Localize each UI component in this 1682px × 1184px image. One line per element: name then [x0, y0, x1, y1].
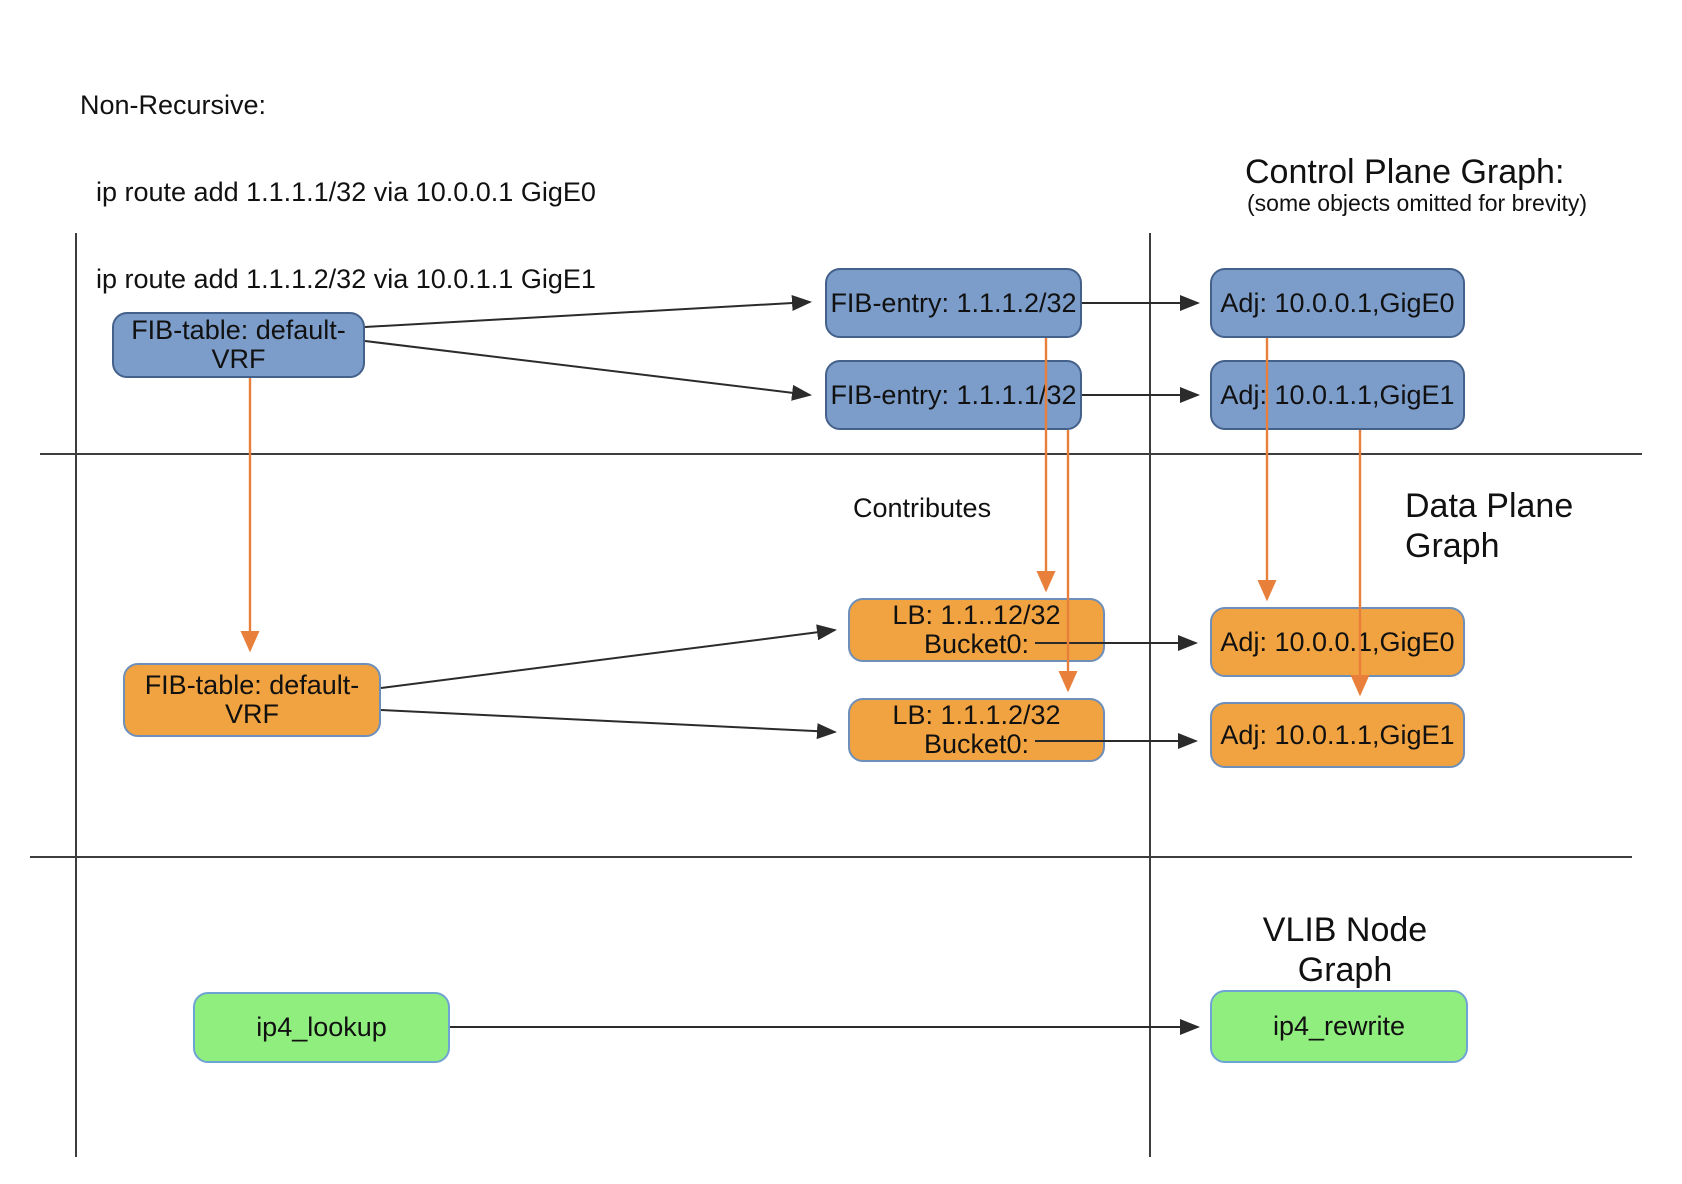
data-plane-title: Data Plane Graph: [1405, 486, 1645, 566]
node-dp-fib-table: FIB-table: default-VRF: [123, 663, 381, 737]
data-plane-title-line1: Data Plane: [1405, 487, 1574, 525]
node-vlib-ip4-rewrite-label: ip4_rewrite: [1272, 1011, 1406, 1041]
route-config-note: Non-Recursive: ip route add 1.1.1.1/32 v…: [80, 33, 596, 352]
node-vlib-ip4-lookup-label: ip4_lookup: [256, 1012, 387, 1042]
arrow-dp-fibtable-to-lb2: [380, 709, 837, 740]
node-cp-fib-table: FIB-table: default-VRF: [112, 312, 365, 378]
node-dp-lb-2-label: LB: 1.1.1.2/32 Bucket0:: [892, 701, 1060, 759]
node-dp-lb-2: LB: 1.1.1.2/32 Bucket0:: [848, 698, 1105, 762]
node-dp-adj-gige1: Adj: 10.0.1.1,GigE1: [1210, 702, 1465, 768]
vlib-title-line2: Graph: [1297, 951, 1393, 989]
vlib-title-line1: VLIB Node: [1262, 911, 1428, 949]
route-config-line-1: ip route add 1.1.1.1/32 via 10.0.0.1 Gig…: [96, 177, 596, 207]
node-dp-lb-2-line2: Bucket0:: [923, 729, 1030, 759]
node-dp-lb-1: LB: 1.1..12/32 Bucket0:: [848, 598, 1105, 662]
node-cp-fib-table-label: FIB-table: default-VRF: [131, 315, 346, 374]
vlib-title: VLIB Node Graph: [1215, 910, 1475, 990]
contributes-label: Contributes: [853, 493, 992, 523]
route-config-line-2: ip route add 1.1.1.2/32 via 10.0.1.1 Gig…: [96, 264, 596, 294]
node-dp-adj-gige0: Adj: 10.0.0.1,GigE0: [1210, 607, 1465, 677]
node-cp-adj-gige1-label: Adj: 10.0.1.1,GigE1: [1220, 379, 1455, 410]
control-plane-title: Control Plane Graph:: [1245, 153, 1565, 191]
node-cp-adj-gige0: Adj: 10.0.0.1,GigE0: [1210, 268, 1465, 338]
node-dp-fib-table-label: FIB-table: default-VRF: [144, 670, 360, 729]
node-dp-lb-2-line1: LB: 1.1.1.2/32: [892, 700, 1061, 730]
route-config-title: Non-Recursive:: [80, 90, 267, 120]
node-dp-adj-gige1-label: Adj: 10.0.1.1,GigE1: [1220, 719, 1455, 750]
node-cp-adj-gige1: Adj: 10.0.1.1,GigE1: [1210, 360, 1465, 430]
control-plane-subtitle: (some objects omitted for brevity): [1247, 190, 1588, 216]
node-vlib-ip4-lookup: ip4_lookup: [193, 992, 450, 1063]
node-vlib-ip4-rewrite: ip4_rewrite: [1210, 990, 1468, 1063]
node-dp-lb-1-line2: Bucket0:: [923, 629, 1030, 659]
node-cp-fib-entry-1112: FIB-entry: 1.1.1.2/32: [825, 268, 1082, 338]
node-cp-fib-entry-1111: FIB-entry: 1.1.1.1/32: [825, 360, 1082, 430]
node-cp-fib-entry-1112-label: FIB-entry: 1.1.1.2/32: [830, 287, 1077, 318]
node-dp-adj-gige0-label: Adj: 10.0.0.1,GigE0: [1220, 626, 1455, 657]
data-plane-title-line2: Graph: [1405, 527, 1500, 565]
arrow-dp-fibtable-to-lb1: [380, 624, 837, 689]
node-dp-lb-1-line1: LB: 1.1..12/32: [892, 600, 1061, 630]
node-cp-fib-entry-1111-label: FIB-entry: 1.1.1.1/32: [830, 379, 1077, 410]
node-cp-adj-gige0-label: Adj: 10.0.0.1,GigE0: [1220, 287, 1455, 318]
node-dp-lb-1-label: LB: 1.1..12/32 Bucket0:: [892, 601, 1060, 659]
